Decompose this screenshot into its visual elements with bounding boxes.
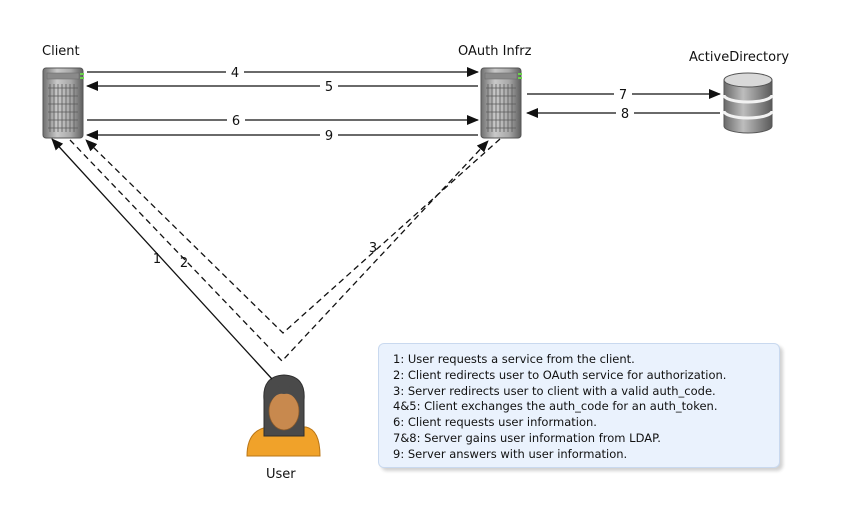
arrow-label-1: 1 bbox=[153, 252, 161, 267]
user-label: User bbox=[266, 467, 296, 482]
arrow-label-8: 8 bbox=[621, 107, 629, 122]
arrow-2 bbox=[69, 139, 489, 362]
legend-box: 1: User requests a service from the clie… bbox=[378, 343, 780, 468]
arrow-1 bbox=[51, 138, 273, 380]
arrow-label-6: 6 bbox=[232, 114, 240, 129]
user-icon bbox=[246, 374, 321, 457]
legend-item: 7&8: Server gains user information from … bbox=[393, 430, 661, 445]
arrow-label-2: 2 bbox=[180, 256, 188, 271]
active-directory-label: ActiveDirectory bbox=[689, 50, 790, 65]
legend-item: 4&5: Client exchanges the auth_code for … bbox=[393, 399, 718, 414]
client-server-icon bbox=[42, 67, 84, 139]
oauth-server-icon bbox=[480, 67, 522, 139]
database-icon bbox=[722, 72, 774, 134]
arrow-label-7: 7 bbox=[619, 88, 627, 103]
legend-item: 2: Client redirects user to OAuth servic… bbox=[393, 367, 727, 382]
arrow-label-5: 5 bbox=[325, 80, 333, 95]
legend-item: 9: Server answers with user information. bbox=[393, 446, 628, 461]
client-label: Client bbox=[42, 44, 80, 59]
oauth-infra-label: OAuth Infrz bbox=[458, 44, 532, 59]
legend-item: 1: User requests a service from the clie… bbox=[393, 352, 635, 366]
legend-item: 3: Server redirects user to client with … bbox=[393, 383, 716, 398]
arrow-label-3: 3 bbox=[369, 241, 377, 256]
arrow-label-9: 9 bbox=[325, 129, 333, 144]
legend-item: 6: Client requests user information. bbox=[393, 415, 597, 430]
arrow-3 bbox=[85, 138, 501, 334]
arrow-label-4: 4 bbox=[231, 66, 239, 81]
